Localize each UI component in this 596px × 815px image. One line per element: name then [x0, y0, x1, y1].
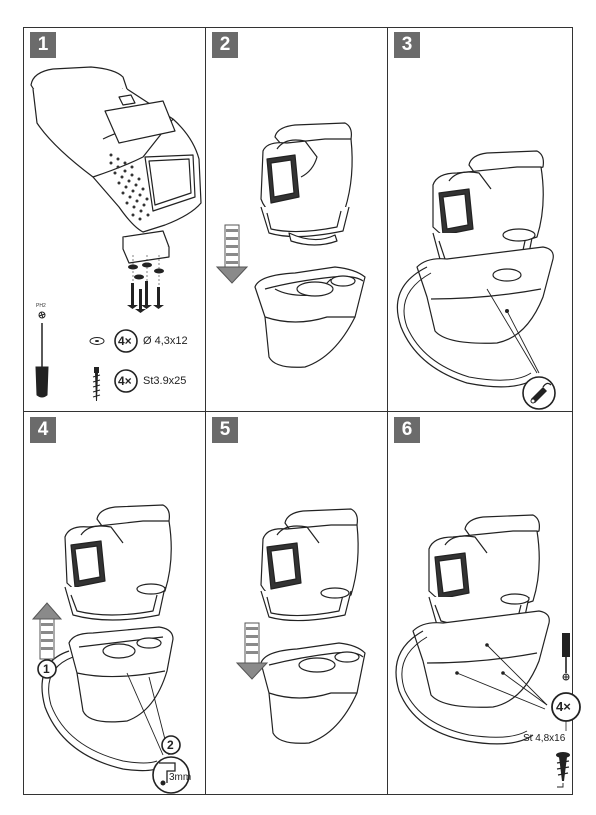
step-number-4: 4: [30, 417, 56, 443]
step2-illustration: [215, 122, 366, 368]
callout-2-circle: [161, 735, 181, 755]
screw-icon: [556, 752, 570, 788]
callout-2: 2: [167, 738, 174, 752]
screwdriver-label: PH2: [36, 303, 46, 309]
callout-1: 1: [43, 662, 50, 676]
arrow-up-icon: [31, 602, 63, 660]
step6-screw-quantity: 4×: [556, 699, 571, 714]
screw-icon: [92, 367, 101, 401]
grid-divider-h: [23, 411, 573, 412]
step1-illustration: [30, 66, 202, 401]
gap-measure: 3mm: [169, 772, 192, 783]
step3-illustration: [396, 150, 556, 410]
screwdriver-icon: [35, 311, 49, 398]
screw-quantity: 4×: [118, 374, 132, 388]
screwdriver-icon: [562, 633, 570, 681]
step-number-5: 5: [212, 417, 238, 443]
step-number-6: 6: [394, 417, 420, 443]
step5-illustration: [235, 508, 366, 744]
clip-tool-icon: [522, 376, 556, 410]
instruction-sheet: 1 2 3 4 5 6: [23, 27, 581, 795]
washer-quantity: 4×: [118, 334, 132, 348]
callout-1-circle: [37, 659, 57, 679]
step4-illustration: [31, 504, 190, 794]
gap-detail-icon: [152, 756, 190, 794]
step-number-2: 2: [212, 32, 238, 58]
step6-illustration: [395, 514, 581, 788]
arrow-down-icon: [235, 622, 269, 680]
step-number-3: 3: [394, 32, 420, 58]
step-number-1: 1: [30, 32, 56, 58]
washer-spec: Ø 4,3x12: [143, 335, 188, 347]
step6-screw-spec: St 4,8x16: [523, 733, 566, 744]
screw-spec: St3.9x25: [143, 375, 187, 387]
arrow-down-icon: [215, 224, 249, 284]
